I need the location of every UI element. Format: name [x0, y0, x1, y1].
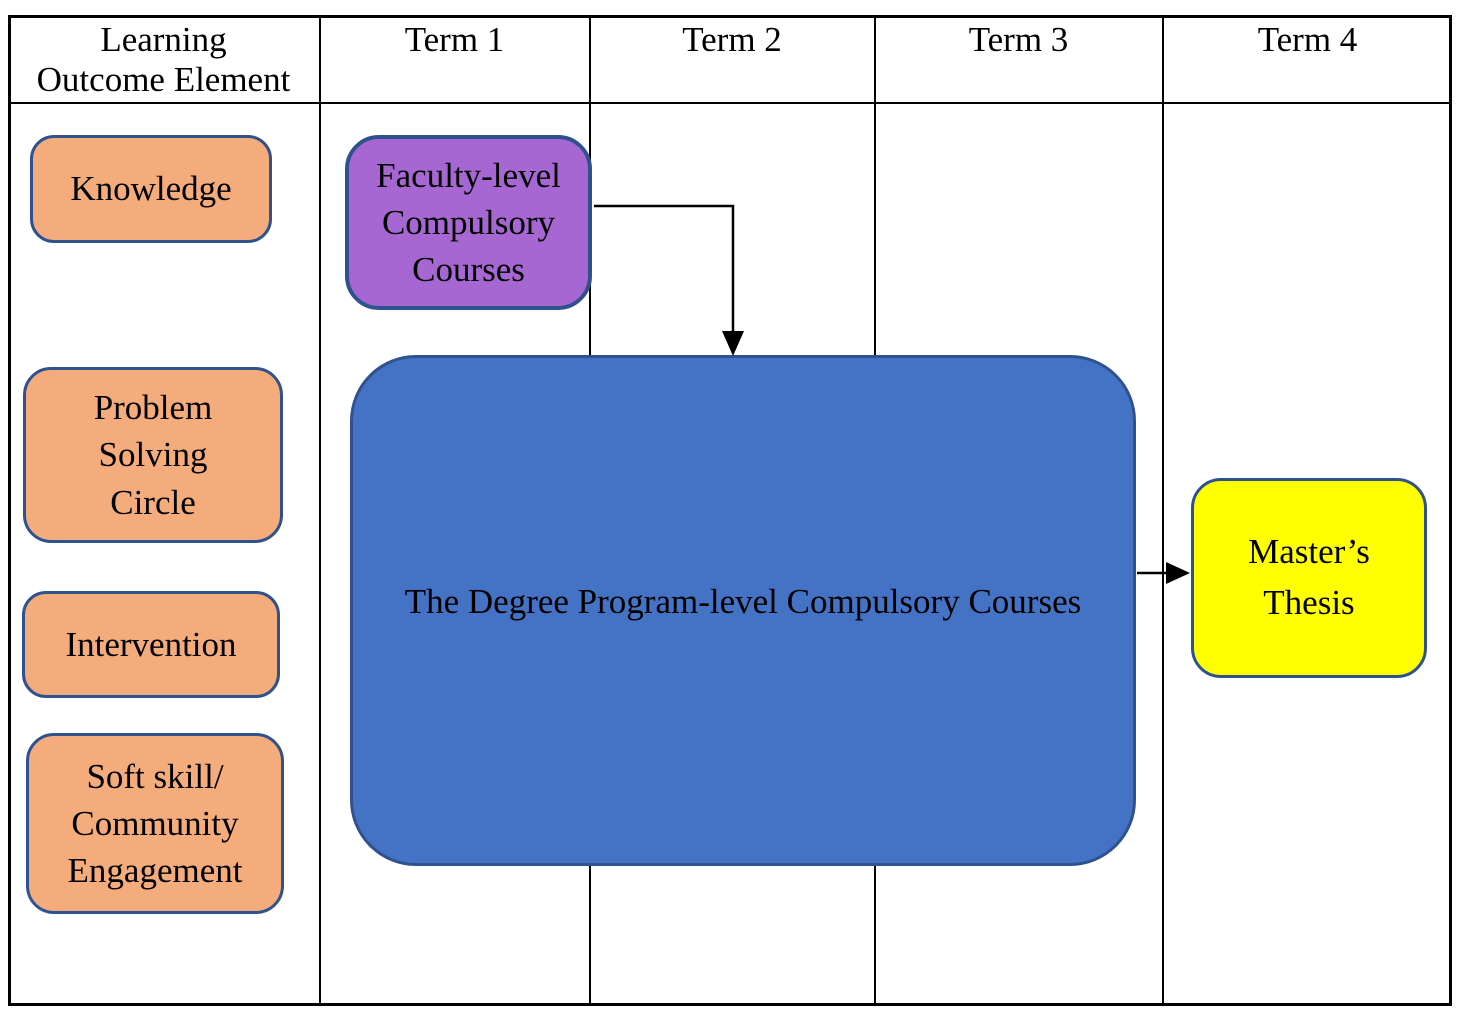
header-row-divider — [8, 102, 1452, 104]
problem-solving-circle-box: Problem Solving Circle — [23, 367, 283, 543]
knowledge-box: Knowledge — [30, 135, 272, 243]
table-border — [8, 15, 1452, 1006]
header-learning-outcome-element: Learning Outcome Element — [36, 20, 291, 100]
faculty-level-compulsory-courses-box: Faculty-level Compulsory Courses — [345, 135, 592, 310]
soft-skill-community-engagement-box: Soft skill/ Community Engagement — [26, 733, 284, 914]
header-term-4: Term 4 — [1257, 20, 1358, 59]
column-divider-1 — [319, 15, 321, 1006]
header-term-3: Term 3 — [968, 20, 1069, 59]
masters-thesis-box: Master’s Thesis — [1191, 478, 1427, 678]
header-term-2: Term 2 — [682, 20, 782, 59]
column-divider-4 — [1162, 15, 1164, 1006]
degree-program-compulsory-courses-box: The Degree Program-level Compulsory Cour… — [350, 355, 1136, 866]
intervention-box: Intervention — [22, 591, 280, 698]
header-term-1: Term 1 — [404, 20, 505, 59]
